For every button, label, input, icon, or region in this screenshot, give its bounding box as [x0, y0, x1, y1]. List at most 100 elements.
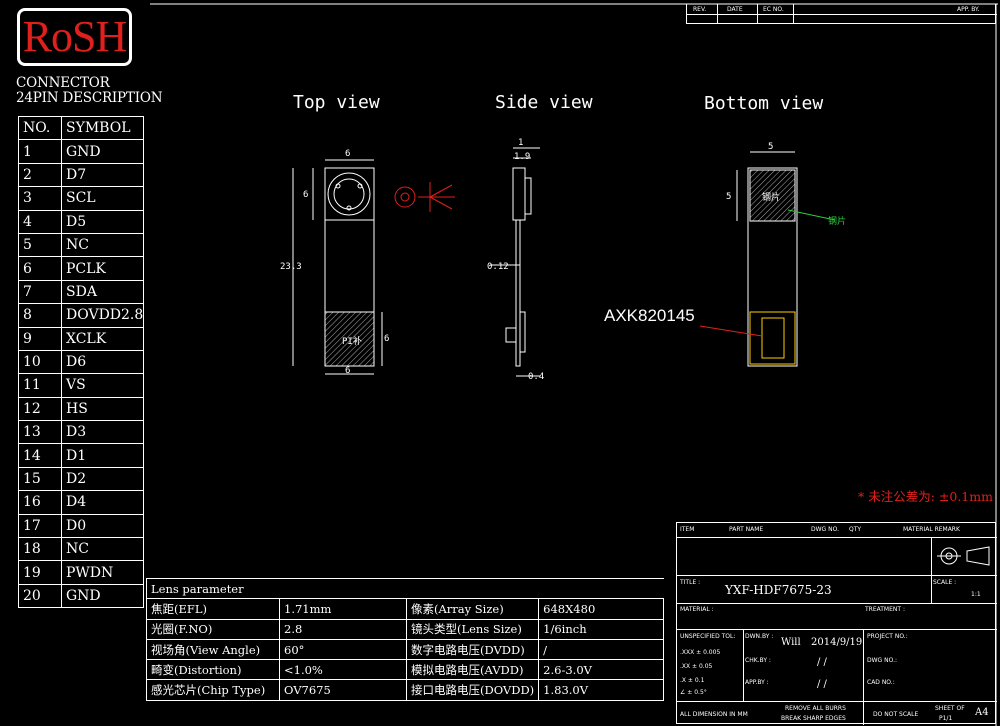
- part-label: AXK820145: [604, 306, 695, 325]
- lens-param-name: 视场角(View Angle): [146, 638, 280, 661]
- dim-top-stiffener-h: 6: [384, 334, 390, 344]
- dim-top-bottom-width: 6: [345, 366, 351, 376]
- lens-param-name: 像素(Array Size): [405, 598, 540, 620]
- tb-part-name: PART NAME: [729, 526, 764, 533]
- pin-number: 6: [18, 256, 62, 281]
- connector-subtitle: 24PIN DESCRIPTION: [16, 90, 163, 106]
- pin-number: 20: [18, 583, 62, 609]
- pin-number: 15: [18, 466, 62, 492]
- tb-dwg-no2: DWG NO.:: [867, 657, 898, 664]
- tb-dwn-by: DWN.BY :: [745, 633, 774, 640]
- bottom-arrow-label: 钢片: [828, 217, 847, 227]
- lens-param-name: 模拟电路电压(AVDD): [405, 659, 540, 681]
- top-view-drawing: [292, 159, 383, 375]
- pin-symbol: D5: [60, 209, 145, 234]
- dim-bottom-lens-h: 5: [726, 192, 732, 202]
- pin-number: 3: [18, 186, 62, 211]
- tb-dimension-unit: ALL DIMENSION IN MM: [680, 711, 748, 718]
- pin-symbol: GND: [60, 583, 145, 609]
- lens-param-name: 畸变(Distortion): [146, 659, 280, 681]
- lens-param-name: 感光芯片(Chip Type): [146, 679, 280, 701]
- tb-app-slash: / /: [817, 679, 827, 690]
- lens-param-name: 光圈(F.NO): [146, 618, 280, 640]
- tb-date: 2014/9/19: [811, 637, 863, 648]
- lens-param-value: 2.6-3.0V: [538, 659, 665, 681]
- app-by-header: APP. BY.: [957, 6, 980, 13]
- pin-symbol: D1: [60, 443, 145, 468]
- date-header: DATE: [727, 6, 743, 13]
- bottom-view-drawing: [699, 151, 836, 367]
- pin-symbol: D0: [60, 513, 145, 539]
- connector-title: CONNECTOR: [16, 75, 110, 91]
- lens-param-name: 镜头类型(Lens Size): [405, 618, 540, 640]
- rosh-logo: RoSH: [17, 8, 132, 66]
- dim-top-length: 23.3: [280, 262, 302, 272]
- bottom-stiffener-label: 钢片: [762, 193, 781, 203]
- lens-param-value: 2.8: [279, 618, 407, 640]
- bottom-view-label: Bottom view: [704, 93, 824, 114]
- pin-symbol: D7: [60, 162, 145, 188]
- projection-symbol: [394, 182, 455, 212]
- pin-table-header: NO. SYMBOL: [18, 115, 145, 141]
- lens-param-value: <1.0%: [279, 659, 407, 681]
- tb-cad-no: CAD NO.:: [867, 679, 895, 686]
- connector-heading: CONNECTOR 24PIN DESCRIPTION: [16, 75, 163, 106]
- lens-param-name: 接口电路电压(DOVDD): [405, 679, 540, 701]
- pin-symbol: D6: [60, 349, 145, 375]
- pin-number: 13: [18, 420, 62, 445]
- pin-number: 17: [18, 513, 62, 539]
- tb-tol2: .XX ± 0.05: [680, 663, 713, 670]
- lens-param-value: /: [538, 638, 665, 661]
- lens-param-value: 648X480: [538, 598, 665, 620]
- tb-qty: QTY: [849, 526, 862, 533]
- lens-table-title: Lens parameter: [145, 577, 664, 600]
- pin-symbol: D4: [60, 490, 145, 515]
- tb-project-no: PROJECT NO.:: [867, 633, 908, 640]
- projection-symbol-titleblock: [937, 546, 990, 566]
- tb-do-not-scale: DO NOT SCALE: [873, 711, 919, 718]
- tb-tol1: .XXX ± 0.005: [680, 649, 721, 656]
- side-view-drawing: [490, 147, 540, 377]
- pin-number: 18: [18, 537, 62, 562]
- lens-param-name: 焦距(EFL): [146, 598, 280, 620]
- tb-remove-burrs: REMOVE ALL BURRS: [785, 705, 846, 712]
- lens-row: 视场角(View Angle)60°数字电路电压(DVDD)/: [146, 638, 665, 661]
- dim-bottom-width: 5: [768, 142, 774, 152]
- rev-header: REV.: [693, 6, 707, 13]
- pin-symbol: PWDN: [60, 560, 145, 585]
- tb-item: ITEM: [680, 526, 695, 533]
- tb-sheet-of: SHEET OF: [935, 705, 965, 712]
- pin-symbol: D2: [60, 466, 145, 492]
- dim-side-1: 1: [518, 138, 524, 148]
- side-view-label: Side view: [495, 92, 593, 113]
- pin-number: 12: [18, 396, 62, 422]
- tb-unspecified-tol: UNSPECIFIED TOL:: [680, 633, 736, 640]
- lens-param-value: 1.83.0V: [538, 679, 665, 701]
- pin-symbol: SCL: [60, 186, 145, 211]
- pin-symbol: SDA: [60, 279, 145, 305]
- tb-size: A4: [975, 707, 989, 718]
- tb-scale: 1:1: [971, 591, 981, 598]
- pin-symbol: PCLK: [60, 256, 145, 281]
- lens-param-value: 60°: [279, 638, 407, 661]
- tb-break-edges: BREAK SHARP EDGES: [781, 715, 846, 722]
- revision-block: REV. DATE EC NO. APP. BY.: [686, 4, 997, 24]
- tb-material-remark: MATERIAL REMARK: [903, 526, 960, 533]
- pin-symbol: GND: [60, 139, 145, 164]
